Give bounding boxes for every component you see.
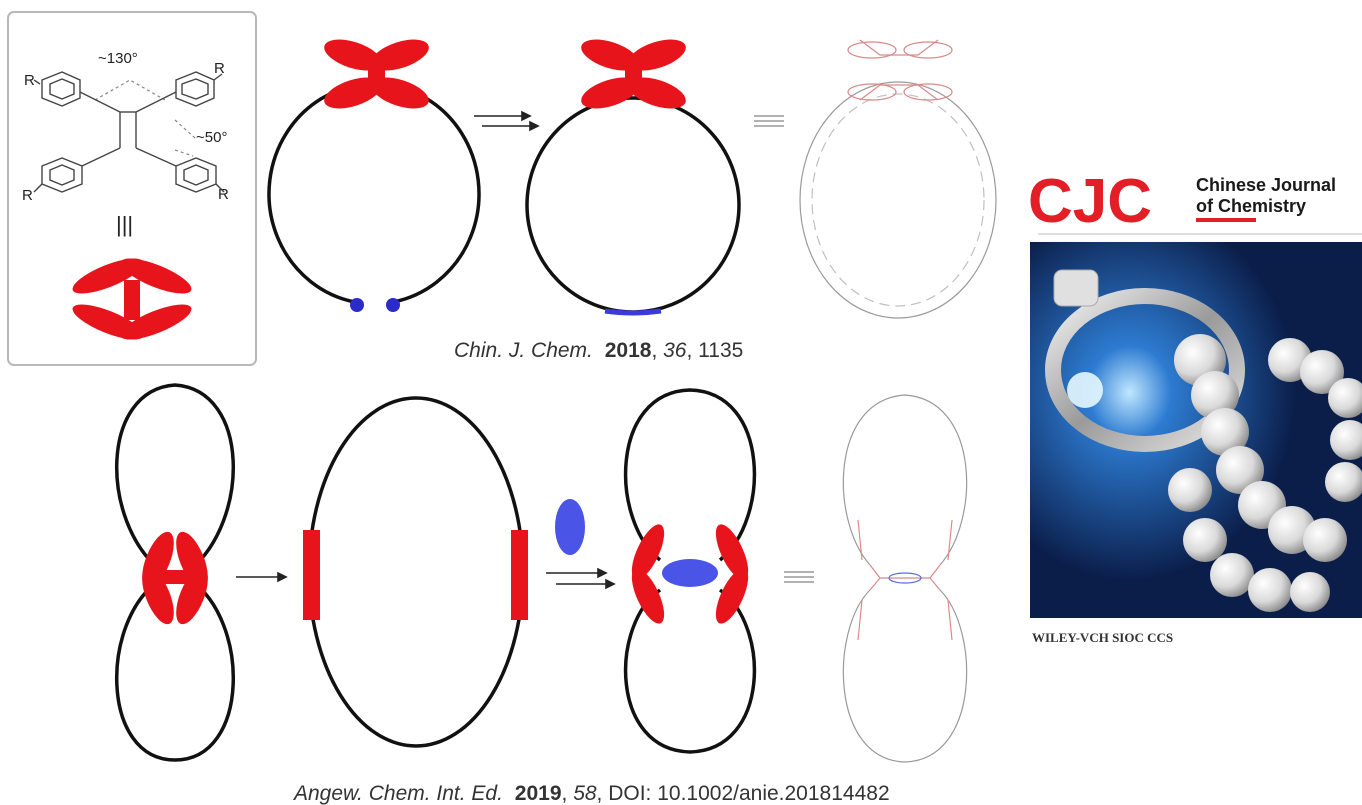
x-motif-top-1	[320, 33, 432, 114]
r-label-bottom-left: R	[22, 187, 33, 204]
reactive-end-right	[386, 298, 400, 312]
top-open-macrocycle	[269, 33, 479, 312]
r-label-top-right: R	[214, 60, 225, 77]
guest-molecule	[555, 499, 585, 555]
reaction-arrow-bottom-2	[546, 569, 614, 588]
cover-title-line1: Chinese Journal	[1196, 175, 1336, 195]
reaction-arrow-bottom-1	[236, 573, 286, 581]
cover-logo: CJC	[1028, 167, 1152, 236]
citation-bottom: Angew. Chem. Int. Ed. 2019, 58, DOI: 10.…	[292, 782, 890, 805]
angle-50-label: ~50°	[196, 129, 227, 146]
cover-light-flare	[1067, 372, 1103, 408]
motif-half-right	[511, 530, 528, 620]
equivalence-mark: |||	[116, 212, 133, 237]
equivalence-sign-bottom	[784, 572, 814, 582]
x-motif-top-2	[577, 33, 689, 114]
journal-cover: CJC Chinese Journal of Chemistry	[1026, 160, 1362, 650]
cover-subtitle-bar	[1196, 218, 1256, 222]
cover-footer: WILEY-VCH SIOC CCS	[1032, 630, 1173, 645]
closed-ring	[527, 98, 739, 312]
molecular-structure-top	[800, 40, 996, 318]
cover-ring-gem	[1054, 270, 1098, 306]
bottom-figure-eight-2	[625, 390, 754, 752]
new-bond-segment	[605, 311, 661, 313]
open-ring-arc	[269, 84, 479, 302]
molecular-structure-bottom	[843, 395, 966, 762]
motif-half-left	[303, 530, 320, 620]
r-label-top-left: R	[24, 72, 35, 89]
legend-box: ~130° ~50° R R R R |||	[8, 12, 256, 365]
reactive-end-left	[350, 298, 364, 312]
equivalence-sign-top	[754, 116, 784, 126]
angle-130-label: ~130°	[98, 50, 138, 67]
top-closed-macrocycle	[527, 33, 739, 313]
x-motif-bottom-1	[136, 528, 215, 629]
bound-guest	[662, 559, 718, 587]
cover-title-line2: of Chemistry	[1196, 196, 1306, 216]
bottom-large-macrocycle	[303, 398, 528, 746]
reaction-arrow-top	[474, 112, 538, 130]
citation-top: Chin. J. Chem. 2018, 36, 1135	[454, 339, 743, 362]
bottom-figure-eight-1	[117, 385, 234, 760]
